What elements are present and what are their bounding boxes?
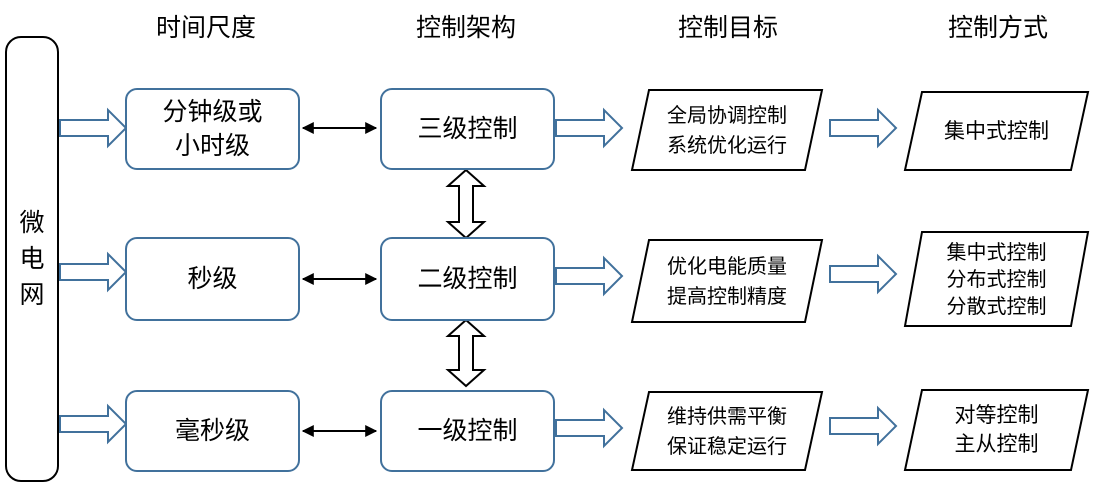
goal-text-row2: 优化电能质量 提高控制精度 (640, 240, 814, 322)
level-box-secondary: 二级控制 (380, 237, 555, 321)
mode-line: 分散式控制 (946, 293, 1047, 318)
level-box-tertiary: 三级控制 (380, 88, 555, 170)
mode-shape-row3 (903, 389, 1090, 471)
header-control-architecture: 控制架构 (415, 13, 516, 42)
mode-text-row3: 对等控制 主从控制 (913, 390, 1080, 470)
time-scale-line: 分钟级或 (162, 97, 263, 126)
goal-text-row1: 全局协调控制 系统优化运行 (640, 90, 814, 170)
mode-text-row1: 集中式控制 (913, 92, 1080, 170)
header-control-mode: 控制方式 (947, 13, 1048, 42)
goal-line: 全局协调控制 (667, 103, 787, 127)
goal-text-row3: 维持供需平衡 保证稳定运行 (640, 392, 814, 470)
microgrid-char: 网 (19, 280, 45, 309)
goal-line: 保证稳定运行 (667, 434, 787, 458)
level-box-primary: 一级控制 (380, 390, 555, 472)
goal-shape-row1 (630, 89, 824, 171)
mode-line: 集中式控制 (944, 118, 1049, 143)
microgrid-box: 微 电 网 (5, 36, 59, 482)
goal-shape-row2 (630, 239, 824, 323)
goal-line: 系统优化运行 (667, 133, 787, 157)
mode-text-row2: 集中式控制 分布式控制 分散式控制 (913, 232, 1080, 326)
header-time-scale: 时间尺度 (155, 13, 256, 42)
mode-line: 集中式控制 (946, 239, 1047, 264)
time-scale-box-second: 秒级 (125, 237, 300, 321)
microgrid-char: 微 (19, 208, 45, 237)
block-arrow-goal-to-mode-row1 (829, 107, 898, 149)
vertical-double-arrow-1 (445, 168, 487, 240)
block-arrow-microgrid-to-row1 (59, 107, 128, 149)
time-scale-line: 小时级 (174, 131, 250, 160)
time-scale-line: 毫秒级 (174, 416, 250, 445)
block-arrow-level-to-goal-row3 (555, 407, 624, 449)
mode-shape-row1 (903, 91, 1090, 171)
level-label: 二级控制 (417, 264, 518, 293)
block-arrow-microgrid-to-row3 (59, 403, 128, 445)
goal-line: 优化电能质量 (667, 254, 787, 278)
microgrid-char: 电 (19, 244, 45, 273)
mode-line: 分布式控制 (946, 266, 1047, 291)
goal-line: 提高控制精度 (667, 284, 787, 308)
header-control-goal: 控制目标 (677, 13, 778, 42)
level-label: 三级控制 (417, 114, 518, 143)
mode-shape-row2 (903, 231, 1090, 327)
block-arrow-level-to-goal-row2 (555, 255, 624, 297)
block-arrow-goal-to-mode-row3 (829, 405, 898, 447)
mode-line: 主从控制 (954, 432, 1039, 456)
block-arrow-level-to-goal-row1 (555, 107, 624, 149)
vertical-double-arrow-2 (445, 318, 487, 388)
time-scale-line: 秒级 (187, 264, 238, 293)
time-scale-box-minute-hour: 分钟级或 小时级 (125, 88, 300, 170)
goal-shape-row3 (630, 391, 824, 471)
block-arrow-microgrid-to-row2 (59, 251, 128, 293)
mode-line: 对等控制 (954, 403, 1039, 427)
level-label: 一级控制 (417, 416, 518, 445)
time-scale-box-millisecond: 毫秒级 (125, 390, 300, 472)
goal-line: 维持供需平衡 (667, 404, 787, 428)
block-arrow-goal-to-mode-row2 (829, 253, 898, 295)
